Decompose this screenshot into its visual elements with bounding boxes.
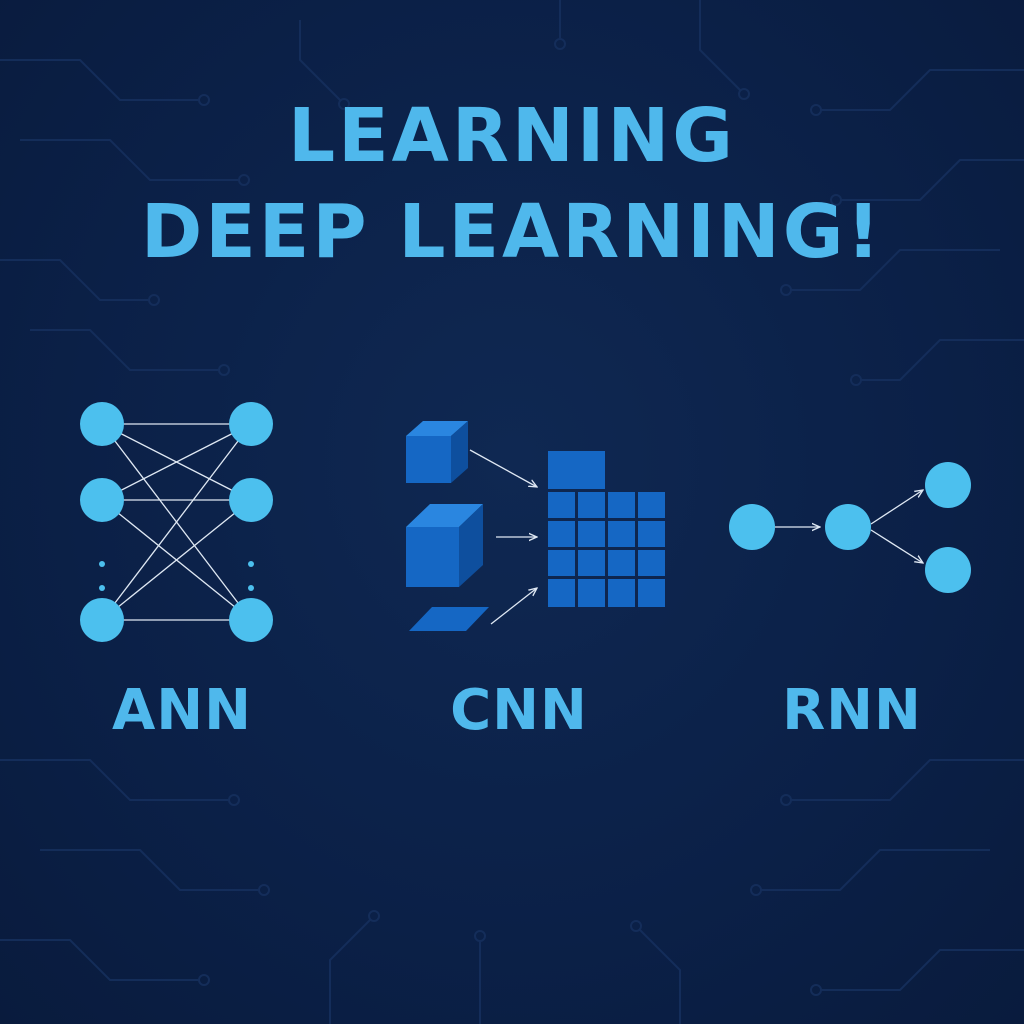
grid-cell [548, 492, 575, 518]
rnn-output-node [925, 547, 971, 593]
cnn-label: CNN [450, 678, 588, 743]
grid-cell [608, 492, 635, 518]
ann-output-node [229, 598, 273, 642]
rnn-arrows [775, 490, 923, 563]
cnn-feature-grid [548, 451, 665, 607]
grid-cell [638, 492, 665, 518]
ann-ellipsis-dot [248, 585, 254, 591]
rnn-diagram [729, 462, 971, 593]
cnn-large-cube [406, 504, 483, 587]
grid-cell [608, 579, 635, 607]
ann-diagram [80, 402, 273, 642]
page-title: LEARNING DEEP LEARNING! [0, 88, 1024, 280]
grid-cell [638, 579, 665, 607]
rnn-output-node [925, 462, 971, 508]
cnn-diagram [406, 421, 665, 631]
ann-output-node [229, 402, 273, 446]
rnn-label: RNN [782, 678, 922, 743]
ann-input-node [80, 478, 124, 522]
ann-ellipsis-dot [99, 585, 105, 591]
grid-cell [548, 521, 575, 547]
grid-cell [638, 521, 665, 547]
grid-cell [578, 521, 605, 547]
grid-cell [578, 550, 605, 576]
grid-cell [578, 492, 605, 518]
ann-ellipsis-dot [99, 561, 105, 567]
title-line-1: LEARNING [287, 93, 737, 179]
ann-connections [101, 423, 252, 621]
grid-cell [608, 521, 635, 547]
grid-cell [548, 579, 575, 607]
title-line-2: DEEP LEARNING! [140, 189, 884, 275]
grid-cell [608, 550, 635, 576]
cnn-flat-slab [409, 607, 489, 631]
rnn-input-node [729, 504, 775, 550]
rnn-hidden-node [825, 504, 871, 550]
cnn-small-cube [406, 421, 468, 483]
grid-cell [638, 550, 665, 576]
ann-ellipsis-dot [248, 561, 254, 567]
cnn-pool-block [548, 451, 605, 489]
ann-label: ANN [111, 678, 253, 743]
cnn-arrows [469, 449, 537, 625]
grid-cell [548, 550, 575, 576]
ann-output-node [229, 478, 273, 522]
ann-input-node [80, 598, 124, 642]
grid-cell [578, 579, 605, 607]
ann-input-node [80, 402, 124, 446]
